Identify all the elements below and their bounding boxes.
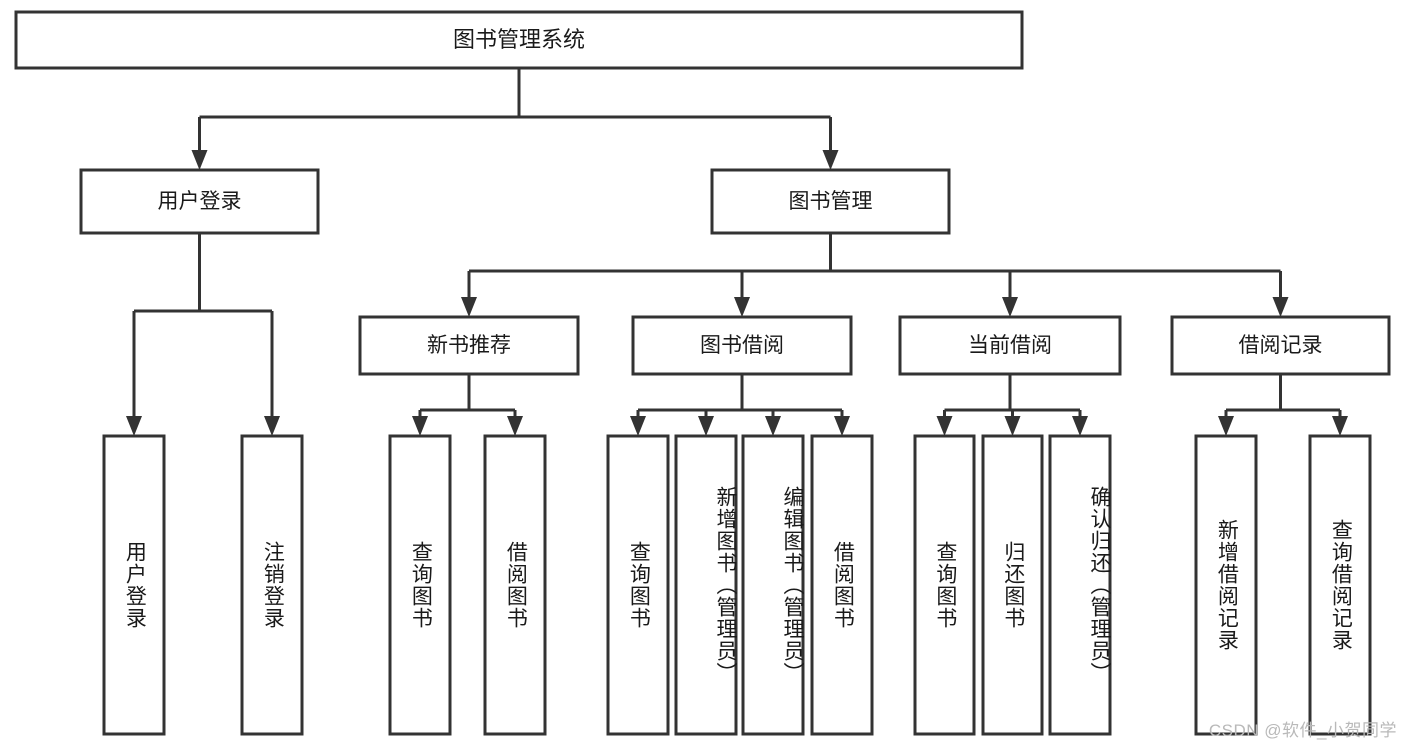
arrow-head-icon (191, 150, 208, 170)
node-box-leaf-return-book[interactable] (981, 434, 1044, 736)
node-boxes (14, 10, 1391, 736)
node-label-user-login: 用户登录 (158, 190, 242, 213)
node-label-book-manage: 图书管理 (789, 190, 873, 213)
arrow-head-icon (1332, 416, 1348, 436)
node-box-new-book-rec[interactable] (358, 315, 580, 376)
node-box-leaf-user-login[interactable] (102, 434, 166, 736)
node-box-leaf-add-borrow-record[interactable] (1194, 434, 1258, 736)
arrow-head-icon (264, 416, 280, 436)
arrow-head-icon (765, 416, 781, 436)
node-label-book-borrow: 图书借阅 (700, 334, 784, 357)
node-box-leaf-query-book-current[interactable] (913, 434, 976, 736)
arrow-head-icon (1218, 416, 1234, 436)
arrow-head-icon (461, 297, 477, 317)
arrow-head-icon (936, 416, 953, 436)
arrow-head-icon (126, 416, 142, 436)
node-label-new-book-rec: 新书推荐 (427, 334, 511, 357)
node-box-current-borrow[interactable] (898, 315, 1122, 376)
node-box-book-manage[interactable] (710, 168, 951, 235)
node-box-leaf-query-book-rec[interactable] (388, 434, 452, 736)
node-box-user-login[interactable] (79, 168, 320, 235)
node-box-leaf-query-borrow-record[interactable] (1308, 434, 1372, 736)
arrow-head-icon (1004, 416, 1021, 436)
arrow-head-icon (412, 416, 428, 436)
node-box-leaf-query-book-borrow[interactable] (606, 434, 670, 736)
arrow-head-icon (698, 416, 714, 436)
node-box-book-borrow[interactable] (631, 315, 853, 376)
arrow-head-icon (1272, 297, 1289, 317)
arrow-head-icon (1002, 297, 1018, 317)
node-box-leaf-logout-login[interactable] (240, 434, 304, 736)
arrow-head-icon (834, 416, 850, 436)
arrow-head-icon (630, 416, 646, 436)
arrow-head-icon (822, 150, 839, 170)
node-box-borrow-record[interactable] (1170, 315, 1391, 376)
csdn-watermark: CSDN @软件_小贺同学 (1208, 721, 1397, 740)
node-label-root: 图书管理系统 (453, 27, 585, 52)
node-box-leaf-add-book-admin[interactable] (674, 434, 738, 736)
node-box-root[interactable] (14, 10, 1024, 70)
arrow-head-icon (507, 416, 523, 436)
node-label-borrow-record: 借阅记录 (1239, 334, 1323, 357)
arrow-head-icon (734, 297, 750, 317)
node-label-current-borrow: 当前借阅 (968, 334, 1052, 357)
node-box-leaf-edit-book-admin[interactable] (741, 434, 805, 736)
connector-lines (126, 68, 1348, 436)
node-box-leaf-borrow-book-rec[interactable] (483, 434, 547, 736)
arrow-head-icon (1072, 416, 1088, 436)
node-box-leaf-borrow-book[interactable] (810, 434, 874, 736)
node-box-leaf-confirm-return-admin[interactable] (1048, 434, 1112, 736)
